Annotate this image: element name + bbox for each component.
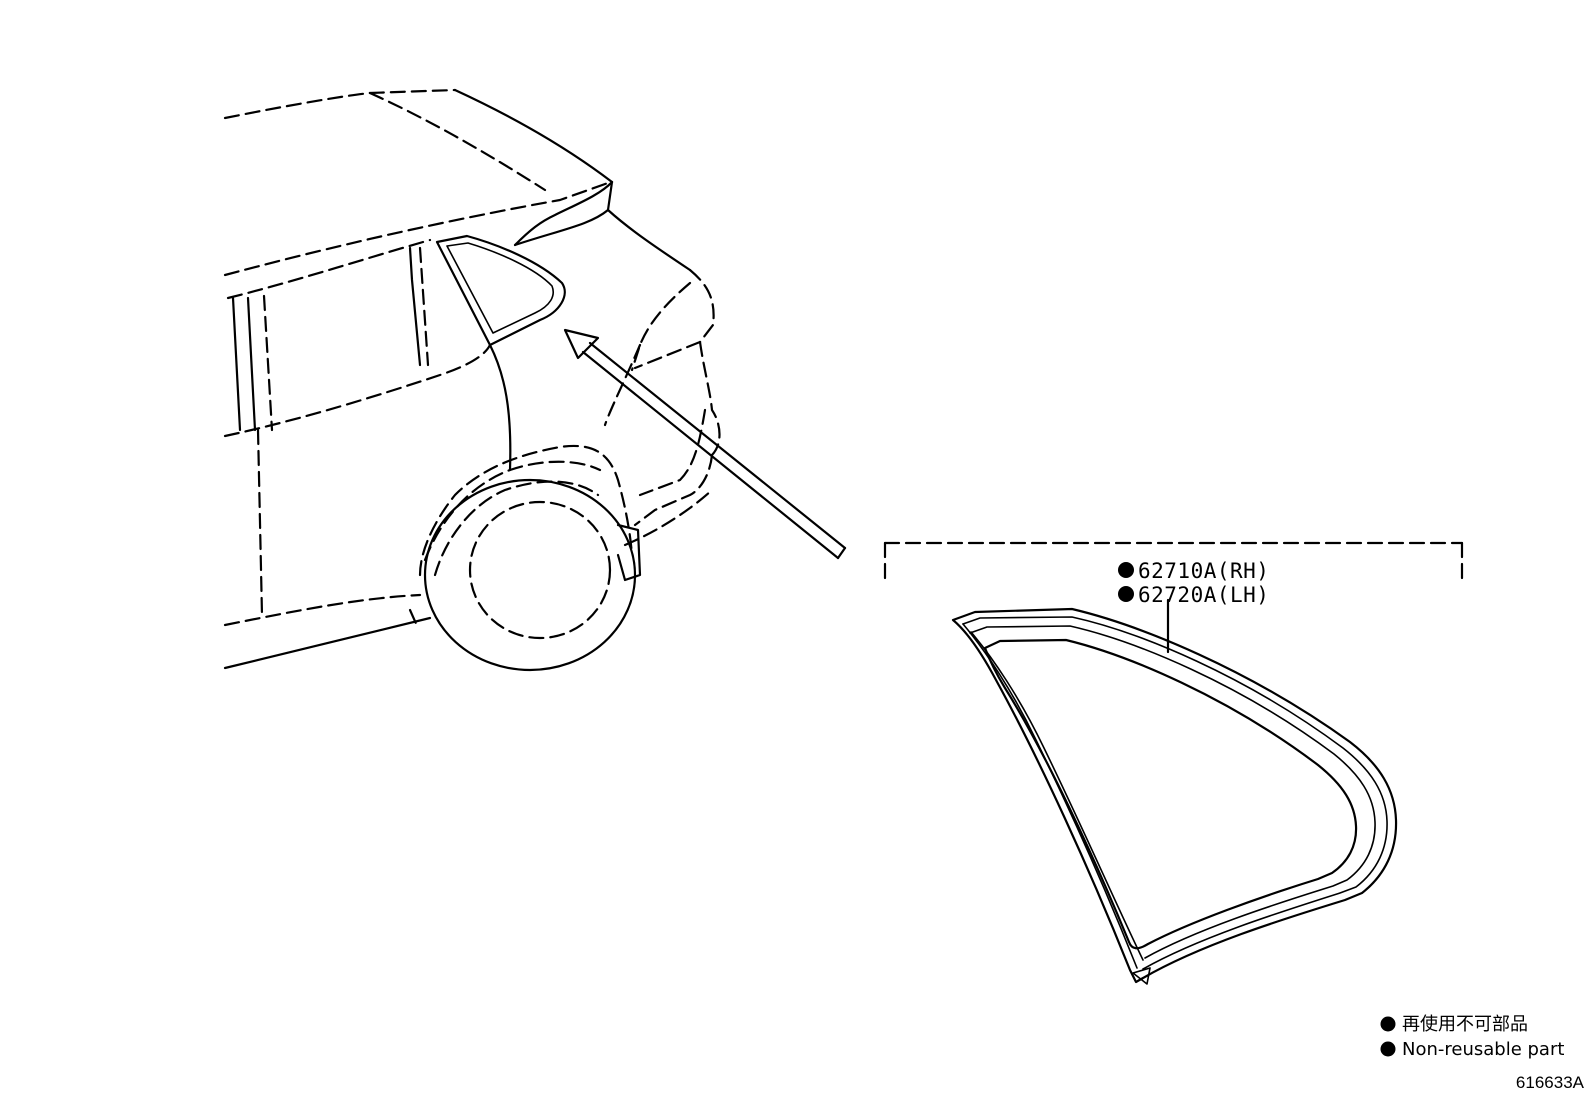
belt-line bbox=[223, 343, 492, 438]
b-pillar-rear bbox=[262, 294, 274, 432]
rear-tire-inner bbox=[468, 500, 612, 640]
legend: 再使用不可部品 Non-reusable part bbox=[1380, 1014, 1564, 1060]
rear-door-rear-edge bbox=[488, 343, 512, 472]
sill-edge bbox=[256, 428, 264, 617]
tail-light-upper bbox=[633, 268, 715, 370]
glass-outer-edge bbox=[951, 607, 1398, 984]
part-number-rh: 62710A(RH) bbox=[1138, 559, 1269, 583]
tail-light-outline bbox=[630, 281, 692, 372]
b-pillar-mid bbox=[246, 296, 257, 432]
spoiler-underside bbox=[606, 180, 692, 272]
door-window-rear-edge-dash bbox=[418, 246, 430, 367]
wheel-arch-liner bbox=[433, 480, 600, 577]
glass-seal-line-1 bbox=[962, 616, 1388, 970]
door-window-rear-edge bbox=[408, 246, 422, 367]
vehicle-outline bbox=[223, 88, 721, 672]
non-reusable-marker bbox=[1118, 586, 1134, 602]
legend-marker-jp bbox=[1380, 1016, 1396, 1032]
part-number-lh: 62720A(LH) bbox=[1138, 583, 1269, 607]
glass-front-edge-line-2 bbox=[970, 631, 1144, 961]
roof-drip-line bbox=[368, 91, 547, 192]
mudflap bbox=[616, 523, 642, 582]
non-reusable-marker bbox=[1118, 562, 1134, 578]
arrow-tail-cap bbox=[836, 546, 847, 560]
rear-corner-line bbox=[603, 343, 642, 427]
wheel-arch-flare bbox=[418, 444, 634, 577]
window-upper-frame bbox=[226, 238, 432, 300]
arrow-shaft bbox=[581, 341, 847, 560]
b-pillar-front bbox=[231, 296, 242, 432]
roof-line bbox=[223, 88, 457, 120]
window-top-line bbox=[223, 181, 610, 277]
rear-bumper-lower bbox=[633, 453, 714, 527]
figure-id: 616633A bbox=[1516, 1073, 1585, 1092]
glass-seal-line-2 bbox=[969, 625, 1376, 959]
callout-bracket bbox=[883, 541, 1464, 654]
rear-bumper-upper bbox=[698, 340, 721, 457]
quarter-panel-top bbox=[513, 208, 610, 247]
quarter-window-inner bbox=[446, 242, 554, 334]
rocker-step bbox=[408, 608, 420, 630]
body-lower-rear bbox=[623, 488, 714, 547]
locator-arrow bbox=[563, 328, 847, 560]
legend-marker-en bbox=[1380, 1041, 1396, 1057]
rear-bumper-face bbox=[638, 408, 707, 497]
quarter-window-location bbox=[435, 234, 566, 347]
rear-tire-outer bbox=[423, 478, 637, 672]
wheel-arch-inner bbox=[423, 460, 602, 562]
rocker-upper bbox=[223, 593, 422, 627]
legend-text-en: Non-reusable part bbox=[1402, 1039, 1564, 1060]
arrow-head bbox=[563, 328, 600, 360]
rocker-lower bbox=[223, 616, 432, 670]
part-number-callout: 62710A(RH) 62720A(LH) bbox=[1118, 559, 1269, 607]
glass-inner-edge bbox=[983, 638, 1358, 950]
glass-front-edge-line bbox=[962, 623, 1138, 969]
quarter-window-glass bbox=[951, 607, 1398, 985]
rear-spoiler bbox=[513, 180, 614, 247]
legend-text-jp: 再使用不可部品 bbox=[1402, 1014, 1528, 1035]
glass-bottom-tab bbox=[1132, 967, 1151, 985]
roof-rear-edge bbox=[453, 88, 614, 184]
